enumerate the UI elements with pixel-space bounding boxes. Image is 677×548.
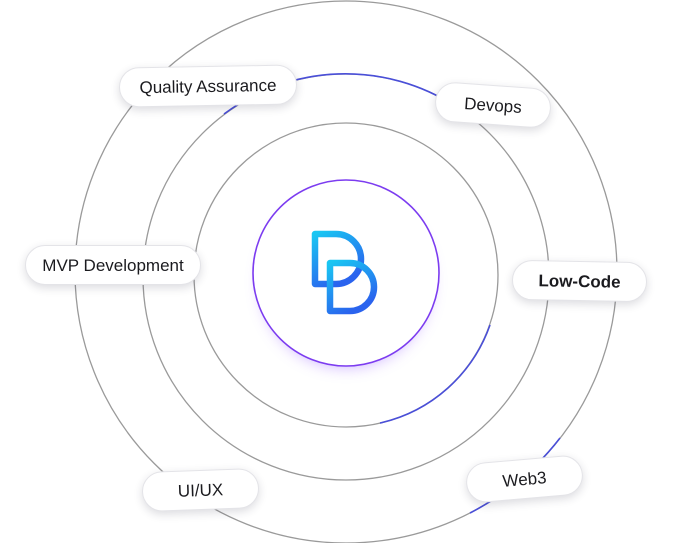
third-ring-accent [379,324,491,424]
mvp-development-pill: MVP Development [25,245,201,285]
devops-pill: Devops [433,81,553,129]
ui-ux-pill: UI/UX [141,467,260,513]
quality-assurance-pill: Quality Assurance [118,64,298,108]
center-circle [252,179,440,367]
low-code-pill: Low-Code [511,259,648,303]
letter-d-logo-icon [311,230,378,315]
